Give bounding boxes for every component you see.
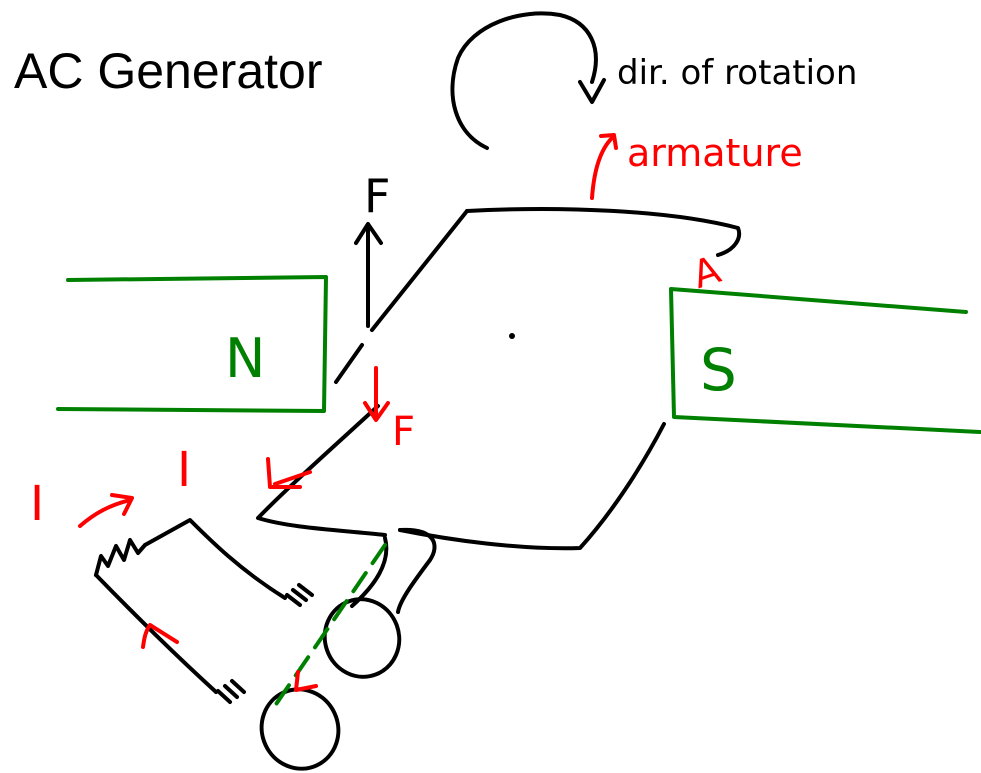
north-pole-magnet — [56, 275, 328, 413]
force-down-arrow — [363, 366, 390, 422]
rotation-label: dir. of rotation — [617, 53, 857, 93]
armature-coil — [256, 207, 741, 614]
external-circuit — [94, 518, 287, 694]
current-label-main: I — [177, 442, 191, 498]
force-down-label: F — [392, 409, 415, 455]
current-arrow-coil — [266, 457, 312, 489]
armature-label: armature — [627, 131, 803, 175]
force-up-label: F — [364, 169, 390, 223]
page-title: AC Generator — [14, 43, 323, 99]
current-arrow-circuit-top — [78, 493, 134, 528]
armature-pointer — [590, 133, 618, 200]
south-pole-label: S — [700, 336, 737, 404]
north-pole-label: N — [225, 327, 265, 390]
current-arrow-axis — [294, 670, 318, 692]
force-up-arrow — [354, 222, 383, 328]
axis-dashed-line — [268, 543, 387, 715]
rotation-axis-dot — [509, 333, 515, 339]
current-label-left: I — [30, 476, 44, 532]
rotation-arrow — [450, 11, 606, 150]
brush-contact-upper — [285, 583, 314, 607]
current-arrow-circuit-bottom — [141, 623, 179, 649]
slip-ring-upper — [322, 597, 402, 679]
brush-contact-lower — [216, 679, 246, 704]
south-pole-magnet — [669, 287, 981, 434]
